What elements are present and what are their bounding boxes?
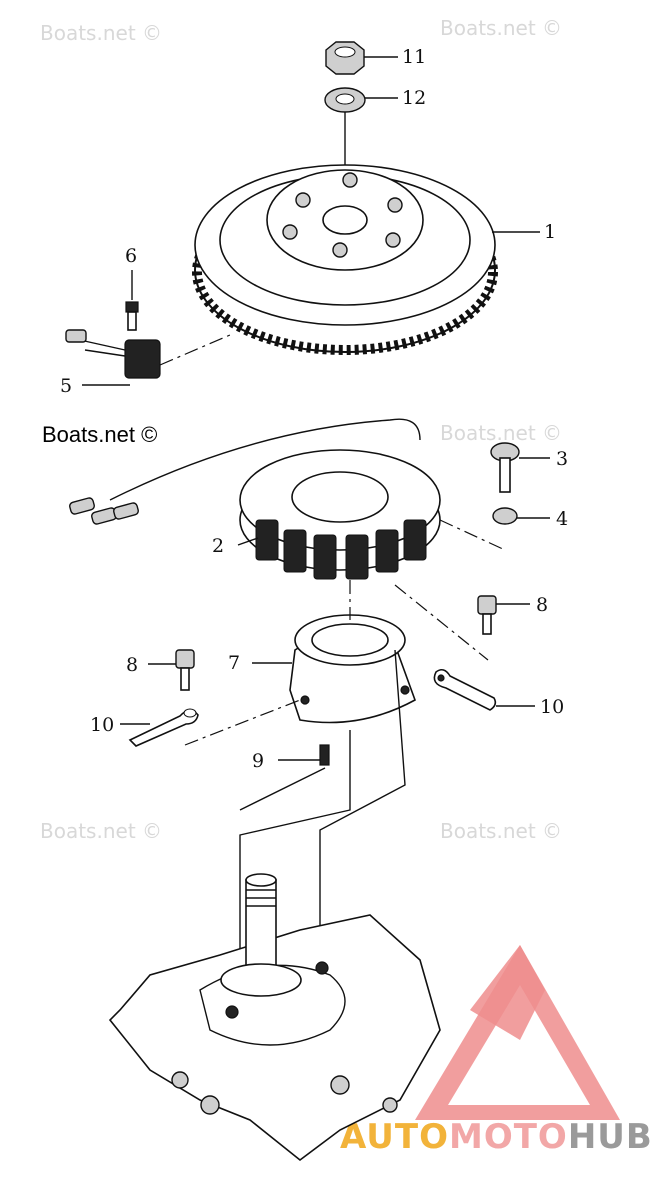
callout-5: 5 — [60, 375, 72, 397]
callout-1: 1 — [544, 221, 556, 243]
part-1-flywheel — [192, 164, 540, 355]
callout-3: 3 — [556, 448, 568, 470]
callout-9: 9 — [252, 750, 264, 772]
part-11-nut — [325, 41, 398, 75]
assembly-guide-lines — [239, 649, 406, 1010]
callout-labels: 11 12 1 6 5 3 4 2 8 7 8 10 10 9 — [60, 46, 568, 772]
brand-text: AUTOMOTOHUB — [340, 1117, 653, 1157]
watermark: Boats.net © — [40, 819, 162, 843]
callout-11: 11 — [402, 46, 426, 68]
part-3-screw — [490, 442, 550, 493]
part-5-pulser-coil — [65, 329, 231, 386]
part-8-bolt-left — [148, 649, 195, 691]
watermark: Boats.net © — [440, 16, 562, 40]
part-8-bolt-right — [477, 595, 530, 635]
callout-10-left: 10 — [90, 714, 114, 736]
engine-crankcase — [108, 873, 441, 1162]
callout-6: 6 — [125, 245, 137, 267]
watermark-main: Boats.net © — [42, 422, 157, 447]
automotohub-logo: AUTOMOTOHUB — [340, 945, 653, 1157]
part-10-terminal-left — [120, 699, 301, 747]
part-10-terminal-right — [433, 668, 535, 711]
callout-8-right: 8 — [536, 594, 548, 616]
watermark: Boats.net © — [440, 819, 562, 843]
callout-4: 4 — [556, 508, 568, 530]
callout-10-right: 10 — [540, 696, 564, 718]
part-6-screw — [125, 270, 139, 331]
part-12-washer — [324, 87, 398, 113]
callout-8-left: 8 — [126, 654, 138, 676]
watermark: Boats.net © — [40, 21, 162, 45]
part-7-stator-base — [252, 580, 489, 724]
callout-12: 12 — [402, 87, 426, 109]
callout-2: 2 — [212, 535, 224, 557]
callout-7: 7 — [228, 652, 240, 674]
part-4-washer — [492, 507, 550, 525]
part-2-stator — [69, 418, 506, 580]
brand-moto: MOTO — [449, 1117, 568, 1157]
part-9-pin — [278, 744, 330, 766]
watermark: Boats.net © — [440, 421, 562, 445]
brand-auto: AUTO — [340, 1117, 449, 1157]
brand-hub: HUB — [568, 1117, 653, 1157]
watermark-layer: Boats.net © Boats.net © Boats.net © Boat… — [40, 16, 562, 843]
